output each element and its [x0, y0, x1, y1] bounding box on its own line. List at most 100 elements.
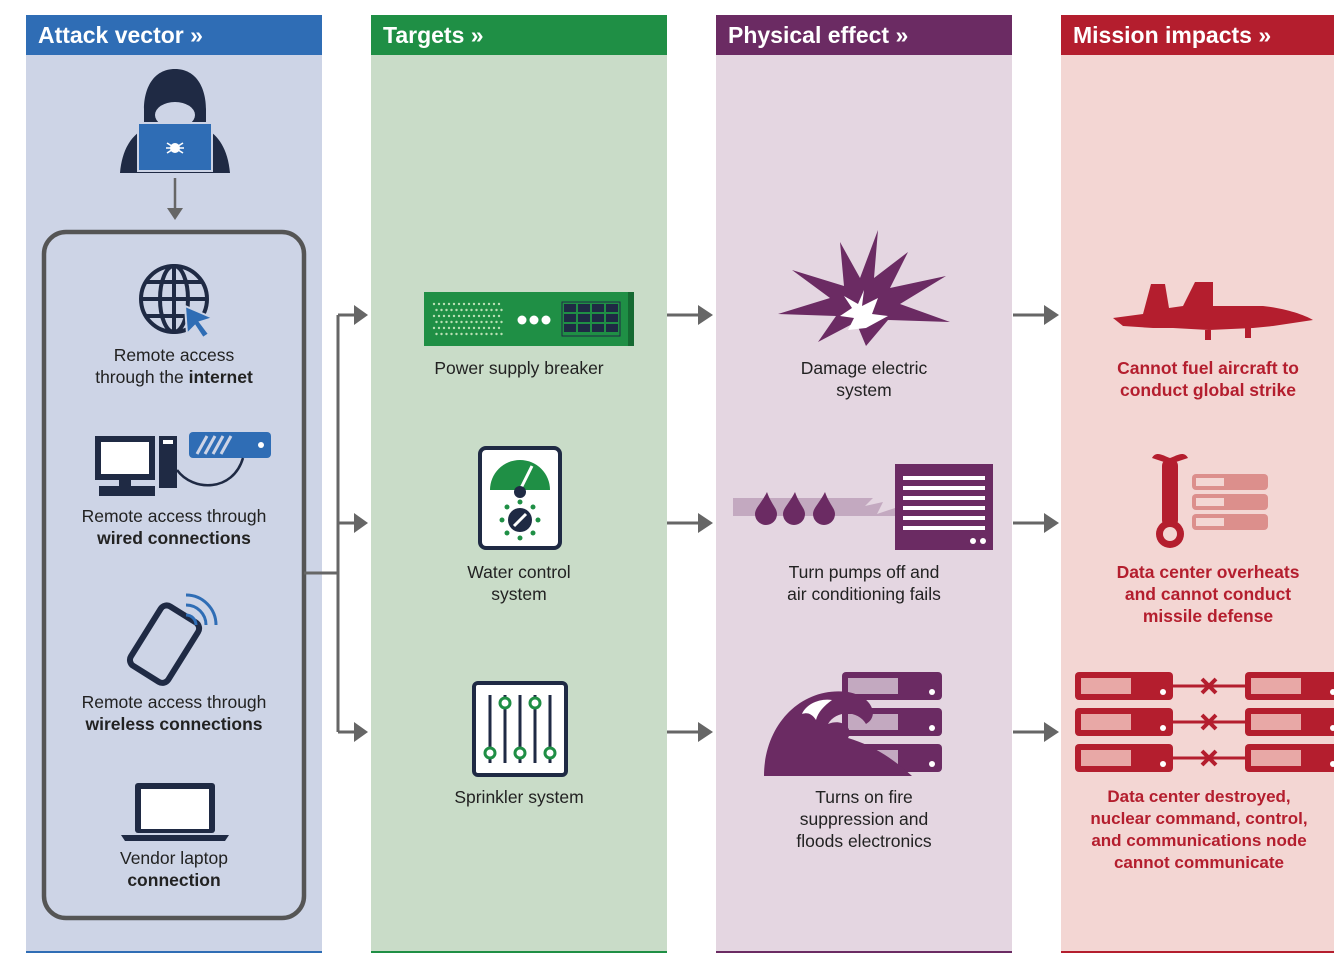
vent-dot — [495, 308, 498, 312]
vent-dot — [435, 332, 438, 336]
target-label-breaker: Power supply breaker — [434, 358, 604, 378]
vent-dot — [492, 302, 496, 306]
vent-dot — [477, 314, 481, 318]
power-breaker-icon — [424, 292, 634, 346]
mission-impacts-bottom-rule — [1061, 951, 1334, 953]
vent-dot — [500, 332, 503, 336]
vent-dot — [447, 302, 451, 306]
vent-dot — [492, 314, 496, 318]
tablet-wireless-icon — [126, 593, 218, 686]
vent-dot — [467, 326, 471, 330]
vent-dot — [465, 320, 468, 324]
vent-dot — [455, 332, 458, 336]
attack-vector-bottom-rule — [26, 951, 322, 953]
vent-dot — [440, 320, 443, 324]
vent-dot — [482, 302, 486, 306]
vent-dot — [465, 308, 468, 312]
globe-cursor-icon — [139, 264, 216, 340]
wave-servers-icon — [764, 672, 942, 776]
targets-header: Targets » — [371, 15, 667, 55]
vent-dot — [445, 320, 448, 324]
attack-label-internet: Remote access through the internet — [95, 345, 253, 387]
attack-label-vendor-laptop: Vendor laptop connection — [119, 848, 228, 890]
vent-dot — [500, 308, 503, 312]
vent-dot — [455, 308, 458, 312]
vent-dot — [477, 302, 481, 306]
vent-dot — [472, 314, 476, 318]
vent-dot — [480, 308, 483, 312]
disconnected-servers-icon — [1075, 672, 1334, 772]
vent-dot — [435, 320, 438, 324]
vent-dot — [450, 320, 453, 324]
hacker-icon — [120, 69, 230, 173]
vent-dot — [487, 302, 491, 306]
mission-label-destroyed: Data center destroyed, nuclear command, … — [1090, 787, 1308, 872]
vent-dot — [435, 308, 438, 312]
vent-dot — [462, 302, 466, 306]
physical-label-pumps: Turn pumps off and air conditioning fail… — [787, 562, 941, 604]
attack-label-wired: Remote access through wired connections — [81, 506, 267, 548]
vent-dot — [477, 326, 481, 330]
vent-dot — [495, 332, 498, 336]
vent-dot — [457, 314, 461, 318]
vent-dot — [490, 308, 493, 312]
desktop-computer-icon — [95, 432, 271, 496]
vent-dot — [455, 320, 458, 324]
vent-dot — [452, 302, 456, 306]
vent-dot — [500, 320, 503, 324]
vent-dot — [492, 326, 496, 330]
vent-dot — [437, 302, 441, 306]
attack-vector-header: Attack vector » — [26, 15, 322, 55]
vent-dot — [442, 326, 446, 330]
attack-vector-frame — [41, 229, 307, 921]
branch-connector — [304, 313, 362, 734]
vent-dot — [467, 302, 471, 306]
vent-dot — [497, 326, 501, 330]
vent-dot — [480, 320, 483, 324]
vent-dot — [442, 302, 446, 306]
vent-dot — [470, 320, 473, 324]
vent-dot — [445, 308, 448, 312]
physical-effect-header: Physical effect » — [716, 15, 1012, 55]
vent-dot — [460, 320, 463, 324]
vent-dot — [450, 332, 453, 336]
vent-dot — [457, 326, 461, 330]
vent-dot — [447, 326, 451, 330]
vent-dot — [485, 320, 488, 324]
targets-bottom-rule — [371, 951, 667, 953]
vent-dot — [490, 332, 493, 336]
vent-dot — [482, 314, 486, 318]
vent-dot — [460, 308, 463, 312]
vent-dot — [452, 314, 456, 318]
sprinkler-panel-icon — [472, 681, 568, 777]
vent-dot — [475, 308, 478, 312]
mission-label-aircraft: Cannot fuel aircraft to conduct global s… — [1117, 358, 1299, 400]
vent-dot — [485, 332, 488, 336]
vent-dot — [465, 332, 468, 336]
pump-ac-icon — [733, 464, 993, 550]
vent-dot — [485, 308, 488, 312]
target-label-sprinkler: Sprinkler system — [454, 787, 584, 807]
vent-dot — [447, 314, 451, 318]
fighter-jet-icon — [1113, 282, 1313, 340]
vent-dot — [432, 326, 436, 330]
vent-dot — [460, 332, 463, 336]
vent-dot — [440, 332, 443, 336]
physical-label-flood: Turns on fire suppression and floods ele… — [796, 787, 932, 851]
water-gauge-icon — [478, 446, 562, 550]
attack-label-wireless: Remote access through wireless connectio… — [81, 692, 267, 734]
target-label-water: Water control system — [467, 562, 571, 604]
vent-dot — [490, 320, 493, 324]
vent-dot — [497, 302, 501, 306]
vent-dot — [437, 314, 441, 318]
vent-dot — [487, 326, 491, 330]
vent-dot — [452, 326, 456, 330]
vent-dot — [440, 308, 443, 312]
thermometer-servers-icon — [1152, 453, 1268, 548]
vent-dot — [467, 314, 471, 318]
vent-dot — [497, 314, 501, 318]
vent-dot — [437, 326, 441, 330]
vent-dot — [475, 332, 478, 336]
vent-dot — [432, 302, 436, 306]
